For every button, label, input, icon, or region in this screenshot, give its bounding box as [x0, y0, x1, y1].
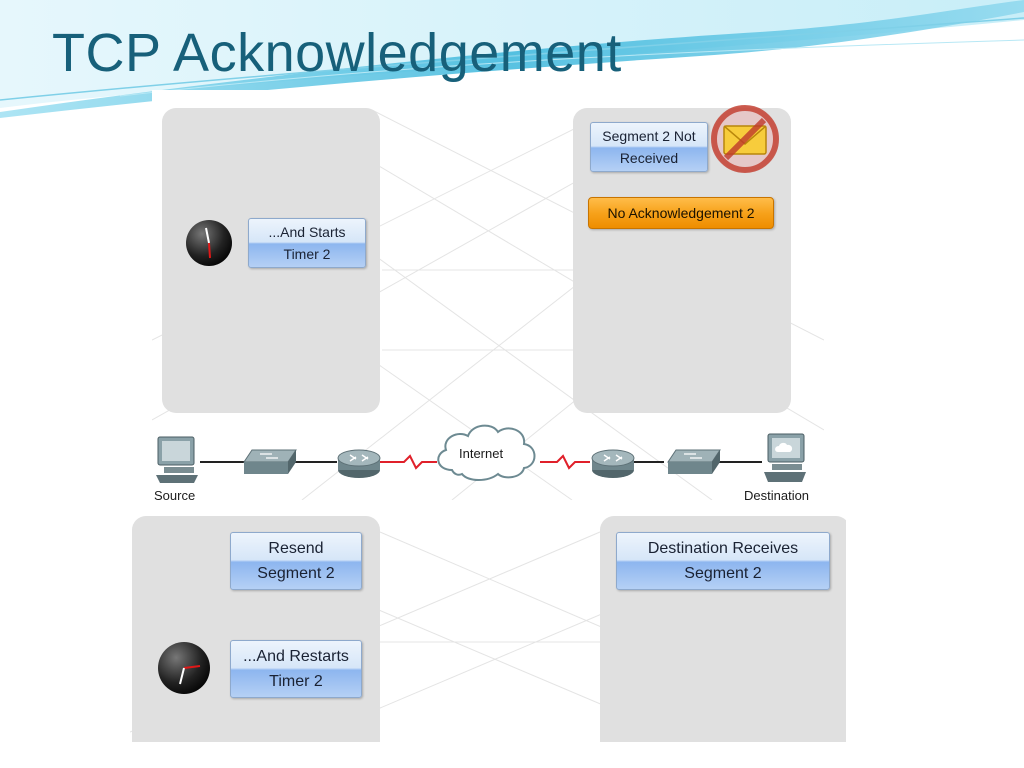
router-icon: [337, 449, 381, 478]
resend-segment-label: Resend Segment 2: [230, 532, 362, 590]
top-diagram: ...And Starts Timer 2 Segment 2 Not Rece…: [152, 90, 824, 500]
source-label: Source: [154, 488, 196, 500]
not-received-line1: Segment 2 Not: [602, 128, 696, 144]
starts-timer-line1: ...And Starts: [268, 224, 346, 240]
restarts-line1: ...And Restarts: [243, 648, 349, 665]
not-received-line2: Received: [619, 150, 679, 166]
restarts-timer-label: ...And Restarts Timer 2: [230, 640, 362, 698]
cloud-icon: [437, 424, 536, 481]
segment-not-received-label: Segment 2 Not Received: [590, 122, 708, 172]
slide-title: TCP Acknowledgement: [52, 23, 622, 83]
receives-line2: Segment 2: [684, 565, 762, 582]
receives-line1: Destination Receives: [647, 540, 799, 557]
resend-line2: Segment 2: [257, 565, 335, 582]
switch-icon: [243, 449, 297, 474]
router-icon: [591, 449, 635, 478]
starts-timer-line2: Timer 2: [283, 246, 331, 262]
destination-receives-label: Destination Receives Segment 2: [616, 532, 830, 590]
internet-label: Internet: [459, 446, 504, 461]
restarts-line2: Timer 2: [269, 673, 323, 690]
header-swoosh: [0, 0, 1024, 118]
clock-icon: [186, 220, 232, 266]
resend-line1: Resend: [268, 540, 324, 557]
network-links: [200, 454, 762, 470]
destination-label: Destination: [744, 488, 810, 500]
switch-icon: [667, 449, 721, 474]
computer-icon: [156, 436, 198, 483]
clock-icon: [158, 642, 210, 694]
bottom-diagram: Resend Segment 2 ...And Restarts Timer 2…: [130, 512, 846, 742]
envelope-prohibited-icon: [711, 105, 779, 173]
starts-timer-label: ...And Starts Timer 2: [248, 218, 366, 268]
no-acknowledgement-label: No Acknowledgement 2: [588, 197, 774, 229]
server-icon: [764, 433, 806, 482]
